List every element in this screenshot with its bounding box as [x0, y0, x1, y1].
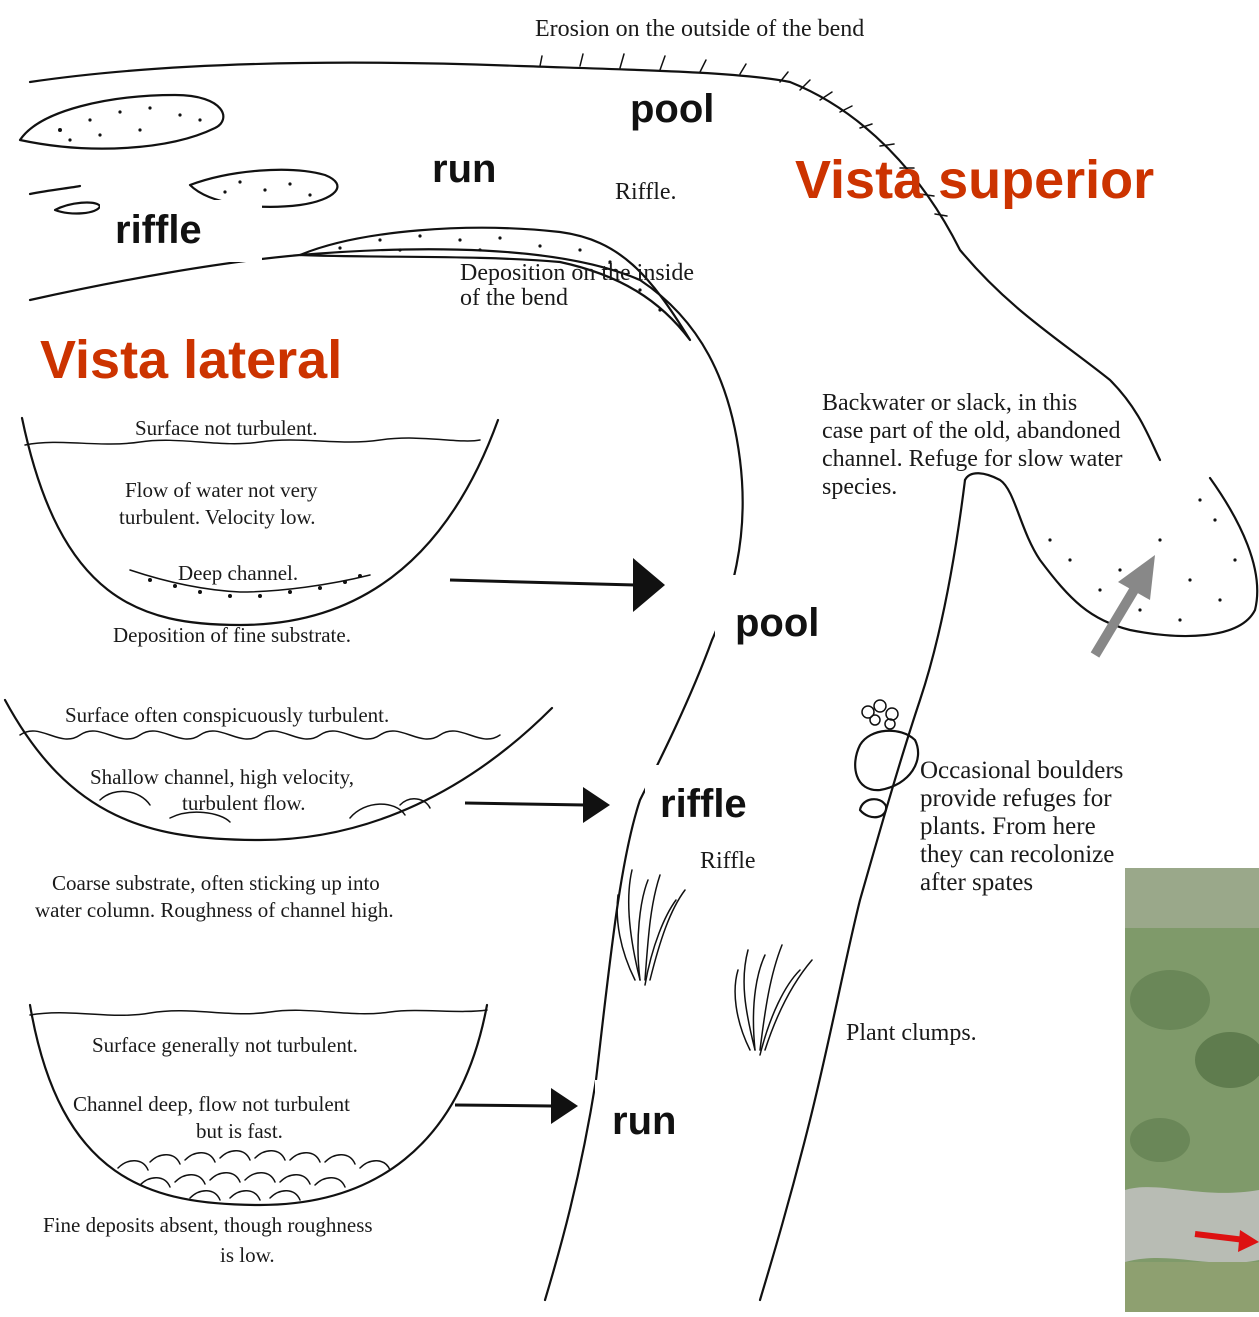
gravel-bar-3 [55, 203, 100, 214]
run-cross-section: Surface generally not turbulent. Channel… [30, 1005, 487, 1267]
deposition-label-2: of the bend [460, 285, 568, 311]
backwater-line: channel. Refuge for slow water [822, 446, 1123, 472]
backwater-text: Backwater or slack, in this case part of… [822, 390, 1123, 500]
riffle-cross-section: Surface often conspicuously turbulent. S… [5, 700, 552, 922]
riffle-substrate-text: Coarse substrate, often sticking up into [52, 871, 380, 895]
boulders-line: after spates [920, 869, 1033, 896]
riffle-flow-text: Shallow channel, high velocity, [90, 765, 354, 789]
backwater-line: case part of the old, abandoned [822, 418, 1121, 444]
boulders-line: Occasional boulders [920, 757, 1123, 784]
arrow-pool [450, 558, 665, 612]
boulder-large [855, 731, 918, 790]
riffle-substrate-text: water column. Roughness of channel high. [35, 898, 394, 922]
gravel-bar-1 [20, 95, 223, 149]
boulders-line: plants. From here [920, 813, 1096, 840]
run-label: run [432, 147, 496, 191]
pool-flow-text: turbulent. Velocity low. [119, 505, 316, 529]
run-flow-text: Channel deep, flow not turbulent [73, 1092, 350, 1116]
arrow-run [455, 1088, 578, 1124]
pool-surface-text: Surface not turbulent. [135, 416, 318, 440]
run-substrate-text: Fine deposits absent, though roughness [43, 1213, 373, 1237]
plant-clump-2 [735, 945, 812, 1055]
riffle-label-2: riffle [660, 782, 747, 826]
boulders-text: Occasional boulders provide refuges for … [920, 757, 1123, 896]
backwater-lobe [965, 473, 1257, 636]
backwater-line: species. [822, 474, 897, 500]
run-label-2: run [612, 1099, 676, 1143]
riffle-flow-text: turbulent flow. [182, 791, 305, 815]
title-side-view: Vista lateral [40, 330, 342, 390]
pool-substrate-text: Deposition of fine substrate. [113, 623, 351, 647]
aerial-photo-inset [1125, 868, 1259, 1312]
plant-clump-1 [617, 870, 685, 985]
deposition-label-1: Deposition on the inside [460, 260, 694, 286]
pool-label-2: pool [735, 601, 819, 645]
pool-channel-text: Deep channel. [178, 561, 298, 585]
run-surface-text: Surface generally not turbulent. [92, 1033, 358, 1057]
run-substrate-text: is low. [220, 1243, 275, 1267]
run-flow-text: but is fast. [196, 1119, 283, 1143]
pool-flow-text: Flow of water not very [125, 478, 318, 502]
erosion-label: Erosion on the outside of the bend [535, 16, 864, 42]
arrow-riffle [465, 787, 610, 823]
riffle-label: riffle [115, 208, 202, 252]
gray-arrow [1095, 555, 1155, 655]
boulder-small [860, 799, 886, 817]
riffle-small-label-2: Riffle [700, 848, 756, 874]
backwater-line: Backwater or slack, in this [822, 390, 1077, 416]
boulders-line: they can recolonize [920, 841, 1114, 868]
riffle-small-label: Riffle. [615, 179, 677, 205]
title-top-view: Vista superior [795, 150, 1154, 210]
flower-plant-icon [862, 700, 898, 729]
pool-cross-section: Surface not turbulent. Flow of water not… [22, 416, 498, 647]
boulders-line: provide refuges for [920, 785, 1112, 812]
plant-clumps-label: Plant clumps. [846, 1020, 977, 1046]
riffle-surface-text: Surface often conspicuously turbulent. [65, 703, 389, 727]
pool-label: pool [630, 87, 714, 131]
